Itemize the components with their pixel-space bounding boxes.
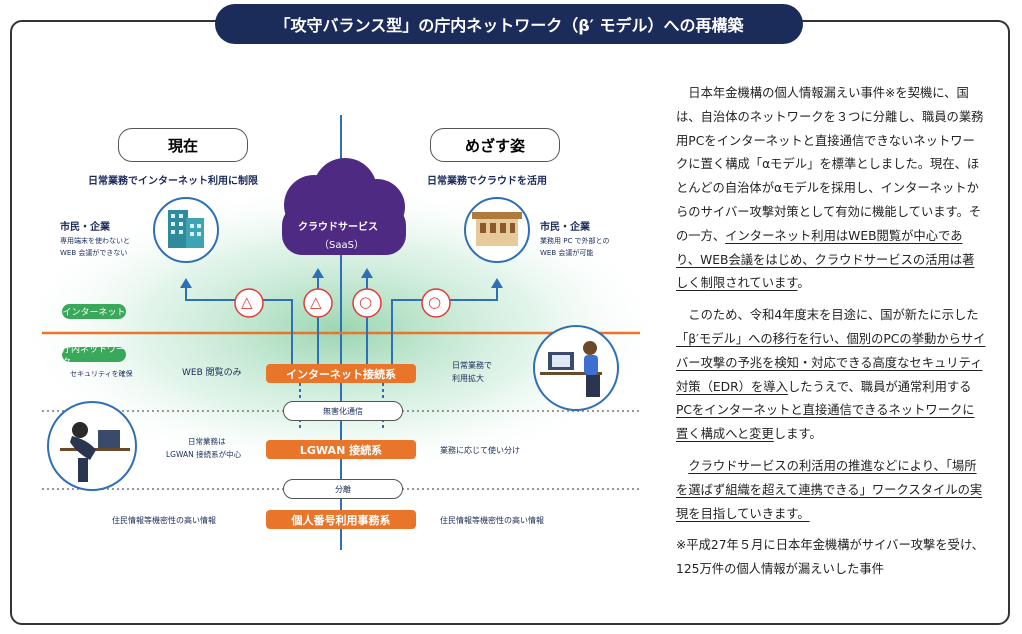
current-label: 現在 bbox=[118, 128, 248, 162]
p2-text-c: します。 bbox=[773, 427, 822, 442]
lan-tag: 庁内ネットワーク bbox=[62, 345, 126, 368]
lgwan-system-box: LGWAN 接続系 bbox=[266, 440, 416, 459]
arrow-left-up bbox=[180, 278, 192, 288]
lgwan-note-line2: LGWAN 接続系が中心 bbox=[166, 450, 242, 459]
p2-text-a: このため、令和4年度末を目途に、国が新たに示した bbox=[688, 308, 979, 323]
page-title: 「攻守バランス型」の庁内ネットワーク（β′ モデル）への再構築 bbox=[215, 4, 803, 44]
footnote: ※平成27年５月に日本年金機構がサイバー攻撃を受け、125万件の個人情報が漏えい… bbox=[676, 538, 984, 577]
paragraph-1: 日本年金機構の個人情報漏えい事件※を契機に、国は、自治体のネットワークを３つに分… bbox=[676, 82, 986, 296]
mark-4: ○ bbox=[428, 293, 442, 311]
p1-underlined: インターネット利用はWEB閲覧が中心であり、WEB会議をはじめ、クラウドサービス… bbox=[676, 228, 975, 291]
isolation-box: 無害化通信 bbox=[283, 401, 403, 421]
citizens-left-line2: WEB 会議ができない bbox=[60, 249, 128, 257]
security-note: セキュリティを確保 bbox=[70, 370, 133, 378]
arrow-cloud-1 bbox=[312, 268, 324, 278]
citizens-left-title: 市民・企業 bbox=[60, 222, 110, 233]
mark-circle-3 bbox=[352, 288, 382, 318]
internet-system-box: インターネット接続系 bbox=[266, 364, 416, 383]
citizens-right-line1: 業務用 PC で外部との bbox=[540, 237, 610, 245]
separation-box: 分離 bbox=[283, 479, 403, 499]
current-subtitle: 日常業務でインターネット利用に制限 bbox=[88, 176, 258, 187]
tired-worker-illustration bbox=[47, 401, 137, 491]
remote-worker-illustration bbox=[533, 325, 619, 411]
cloud-title: クラウドサービス bbox=[298, 222, 378, 233]
daily-expand-line1: 日常業務で bbox=[452, 361, 492, 370]
goal-label: めざす姿 bbox=[430, 128, 560, 162]
mark-circle-4 bbox=[421, 288, 451, 318]
internet-tag: インターネット bbox=[62, 304, 126, 319]
mark-circle-1 bbox=[234, 288, 264, 318]
mark-1: △ bbox=[241, 293, 253, 311]
paragraph-2: このため、令和4年度末を目途に、国が新たに示した「β′モデル」への移行を行い、個… bbox=[676, 304, 986, 447]
building-icon-left bbox=[153, 197, 219, 263]
arrow-cloud-2 bbox=[361, 268, 373, 278]
arrow-right-up bbox=[491, 278, 503, 288]
web-only-note: WEB 閲覧のみ bbox=[182, 368, 242, 378]
goal-subtitle: 日常業務でクラウドを活用 bbox=[427, 176, 547, 187]
p2-underlined-2: PCをインターネットと直接通信できるネットワークに置く構成へと変更 bbox=[676, 403, 975, 442]
explanation-text: 日本年金機構の個人情報漏えい事件※を契機に、国は、自治体のネットワークを３つに分… bbox=[676, 82, 986, 590]
left-bottom-note: 住民情報等機密性の高い情報 bbox=[112, 516, 216, 525]
p3-underlined: クラウドサービスの利活用の推進などにより、「場所を選ばず組織を超えて連携できる」… bbox=[676, 458, 983, 521]
network-diagram bbox=[10, 115, 660, 550]
paragraph-3: クラウドサービスの利活用の推進などにより、「場所を選ばず組織を超えて連携できる」… bbox=[676, 455, 986, 526]
daily-expand-line2: 利用拡大 bbox=[452, 374, 484, 383]
building-icon-right bbox=[464, 197, 530, 263]
citizens-right-title: 市民・企業 bbox=[540, 222, 590, 233]
lgwan-right-note: 業務に応じて使い分け bbox=[440, 446, 520, 455]
mark-2: △ bbox=[310, 293, 322, 311]
mynumber-system-box: 個人番号利用事務系 bbox=[266, 510, 416, 529]
cloud-subtitle: （SaaS） bbox=[319, 240, 364, 251]
cloud-icon bbox=[282, 158, 406, 255]
lgwan-note-line1: 日常業務は bbox=[188, 437, 226, 446]
mark-3: ○ bbox=[359, 293, 373, 311]
citizens-right-line2: WEB 会議が可能 bbox=[540, 249, 594, 257]
citizens-left-line1: 専用端末を使わないと bbox=[60, 237, 130, 245]
mark-circle-2 bbox=[303, 288, 333, 318]
right-bottom-note: 住民情報等機密性の高い情報 bbox=[440, 516, 544, 525]
p1-text-a: 日本年金機構の個人情報漏えい事件※を契機に、国は、自治体のネットワークを３つに分… bbox=[676, 86, 984, 243]
p2-text-b: したうえで、職員が通常利用する bbox=[787, 379, 972, 394]
p2-underlined-1: 「β′モデル」への移行を行い、個別のPCの挙動からサイバー攻撃の予兆を検知・対応… bbox=[676, 331, 986, 394]
p1-text-b: 。 bbox=[797, 276, 810, 291]
